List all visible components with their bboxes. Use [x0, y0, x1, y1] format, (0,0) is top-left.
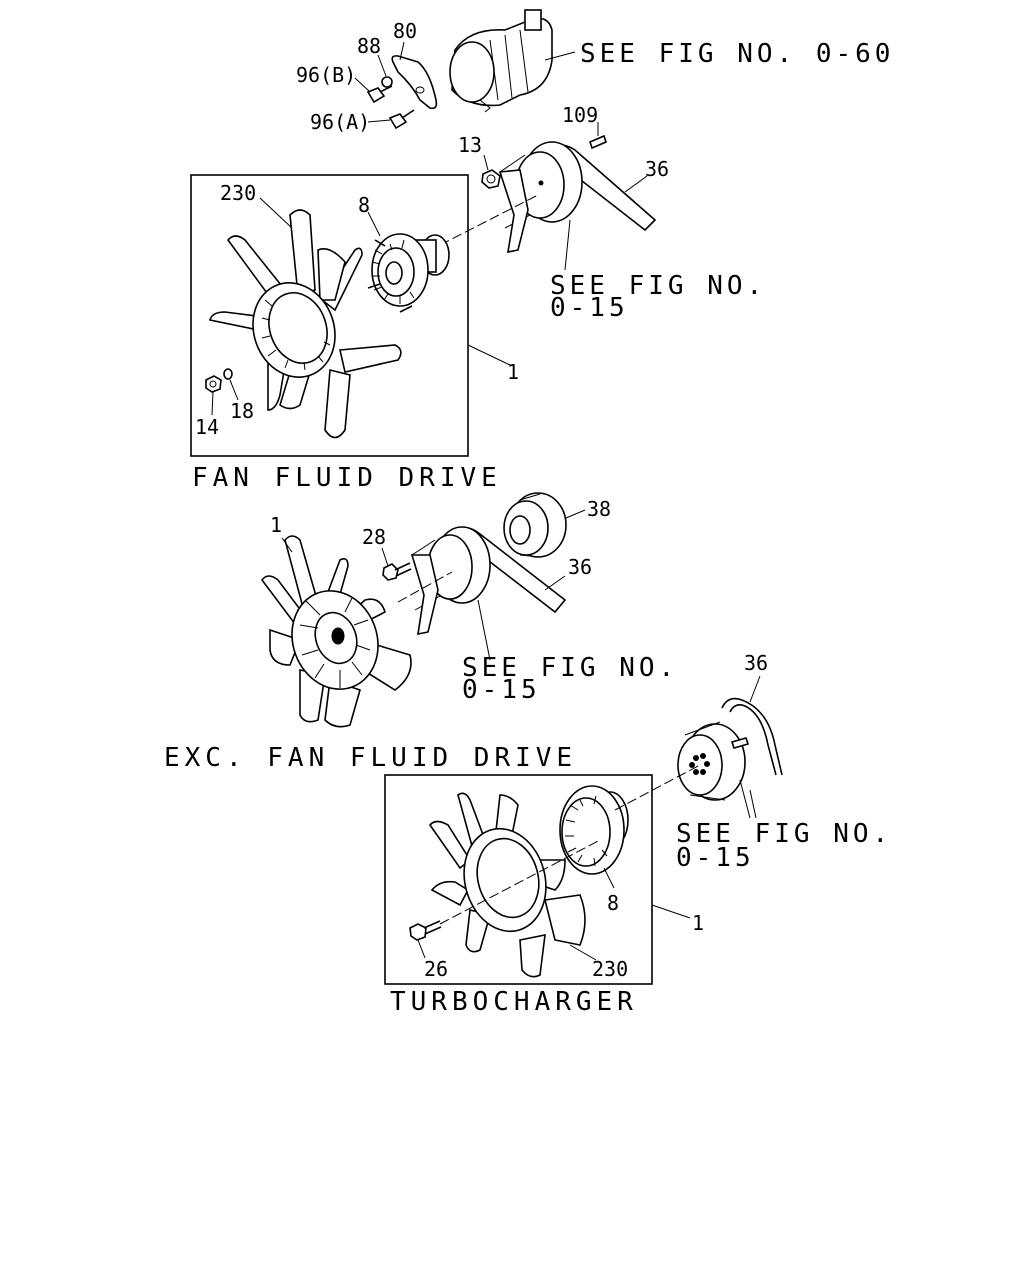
bolt-96b [366, 85, 393, 104]
caption-fan-fluid-drive: FAN FLUID DRIVE [192, 463, 502, 493]
ref-pulley-top-1: SEE FIG NO. [550, 271, 766, 301]
ref-pulley-mid-2: 0-15 [462, 675, 541, 705]
callout-96a: 96(A) [310, 110, 370, 134]
callout-1-top: 1 [507, 360, 519, 384]
caption-turbocharger: TURBOCHARGER [390, 987, 638, 1017]
callout-1-bot: 1 [692, 911, 704, 935]
callout-96b: 96(B) [296, 63, 356, 87]
ref-pulley-bot-2: 0-15 [676, 843, 755, 873]
alternator [449, 9, 553, 113]
callout-13: 13 [458, 133, 482, 157]
ref-pulley-bot-1: SEE FIG NO. [676, 819, 892, 849]
callout-14: 14 [195, 415, 219, 439]
callout-1-mid: 1 [270, 513, 282, 537]
idler-pulley-38 [503, 492, 567, 558]
stud-109 [589, 134, 607, 150]
bolt-28 [382, 562, 412, 581]
callout-80: 80 [393, 19, 417, 43]
washer-88 [381, 76, 393, 88]
callout-36-top: 36 [645, 157, 669, 181]
callout-88: 88 [357, 34, 381, 58]
belt-36-bot [721, 697, 783, 776]
bolt-26 [409, 920, 442, 941]
callout-230-top: 230 [220, 181, 256, 205]
nut-13 [481, 169, 501, 189]
callout-18: 18 [230, 399, 254, 423]
fan-fluid-drive-frame [190, 174, 469, 457]
ref-pulley-mid-1: SEE FIG NO. [462, 653, 678, 683]
ref-pulley-top-2: 0-15 [550, 293, 629, 323]
fan-230-bot [428, 792, 586, 978]
caption-exc-fan-fluid-drive: EXC. FAN FLUID DRIVE [164, 743, 577, 773]
ref-alternator: SEE FIG NO. 0-60 [580, 39, 894, 69]
washer-18 [223, 368, 233, 380]
fluid-coupling-8-bot [559, 785, 629, 875]
labels: SEE FIG NO. 0-60 SEE FIG NO. 0-15 SEE FI… [164, 19, 894, 1017]
callout-109: 109 [562, 103, 598, 127]
fan-230-top [209, 209, 402, 439]
callout-38: 38 [587, 497, 611, 521]
callout-8-bot: 8 [607, 891, 619, 915]
callout-28: 28 [362, 525, 386, 549]
turbocharger-frame [384, 774, 653, 985]
alternator-group [354, 9, 576, 130]
callout-36-mid: 36 [568, 555, 592, 579]
pulley-top-group [439, 122, 657, 271]
callout-230-bot: 230 [592, 957, 628, 981]
turbocharger-group [384, 675, 783, 985]
callout-8-top: 8 [358, 193, 370, 217]
fan-fluid-drive-box [190, 174, 511, 457]
fan-mid [260, 535, 412, 728]
fluid-coupling-8-top [367, 233, 450, 313]
callout-26: 26 [424, 957, 448, 981]
pulley-bot [677, 721, 750, 801]
callout-36-bot: 36 [744, 651, 768, 675]
bolt-96a [388, 109, 415, 130]
exc-fan-fluid-drive-group [260, 492, 586, 728]
bracket-80 [391, 55, 438, 110]
nut-14 [205, 375, 222, 393]
